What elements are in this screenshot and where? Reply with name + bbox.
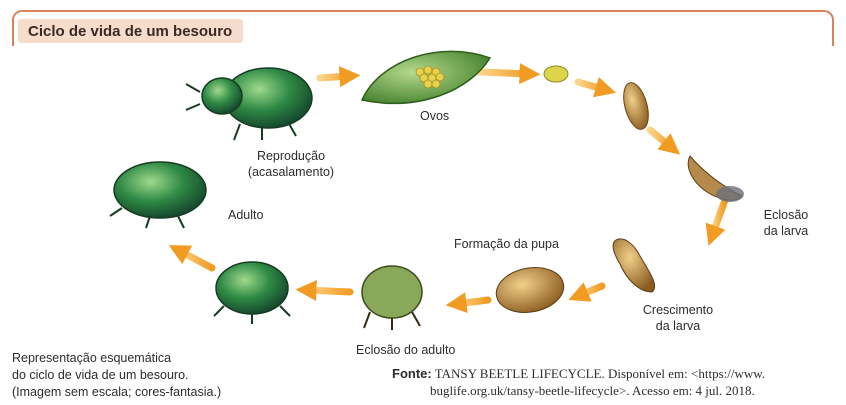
- source-line1: TANSY BEETLE LIFECYCLE. Disponível em: <…: [435, 366, 765, 381]
- caption-line1: Representação esquemática: [12, 350, 221, 367]
- arrow-pupa-adulto: [456, 300, 488, 304]
- egg-icon: [544, 66, 568, 82]
- arrow-larva1-larva2: [650, 130, 672, 148]
- label-reproducao-line2: (acasalamento): [236, 164, 346, 180]
- label-formacao-pupa: Formação da pupa: [454, 236, 559, 252]
- label-crescimento-larva: Crescimento da larva: [636, 302, 720, 334]
- pupa-icon: [493, 262, 568, 317]
- larva-crescimento-icon: [613, 239, 655, 292]
- label-eclosao-larva: Eclosão da larva: [754, 207, 818, 239]
- larva-hatching-icon: [688, 156, 744, 202]
- label-reproducao: Reprodução (acasalamento): [236, 148, 346, 180]
- arrow-egg-larva1: [578, 82, 606, 90]
- arrow-eclosao-adulto-verde: [306, 290, 350, 292]
- arrow-verde-adulto: [178, 250, 212, 268]
- arrow-ovos-egg: [480, 72, 530, 74]
- source-line2: buglife.org.uk/tansy-beetle-lifecycle>. …: [392, 382, 765, 399]
- beetle-eclosao-adulto-icon: [362, 266, 422, 330]
- label-crescimento-line1: Crescimento: [636, 302, 720, 318]
- figure-caption: Representação esquemática do ciclo de vi…: [12, 350, 221, 401]
- label-eclosao-larva-line2: da larva: [754, 223, 818, 239]
- leaf-ovos-icon: [362, 51, 490, 103]
- arrow-crescimento-pupa: [578, 286, 602, 296]
- caption-line2: do ciclo de vida de um besouro.: [12, 367, 221, 384]
- beetle-green-bottom-icon: [214, 262, 290, 324]
- label-crescimento-line2: da larva: [636, 318, 720, 334]
- source-citation: Fonte: TANSY BEETLE LIFECYCLE. Disponíve…: [392, 365, 765, 399]
- label-ovos: Ovos: [420, 108, 449, 124]
- arrow-reproducao-ovos: [320, 76, 350, 78]
- larva-emerging-icon: [619, 80, 653, 132]
- label-reproducao-line1: Reprodução: [236, 148, 346, 164]
- beetle-adulto-icon: [110, 162, 206, 228]
- label-adulto: Adulto: [228, 207, 263, 223]
- beetle-reproducao-icon: [186, 68, 312, 140]
- label-eclosao-larva-line1: Eclosão: [754, 207, 818, 223]
- label-eclosao-adulto: Eclosão do adulto: [356, 342, 455, 358]
- caption-line3: (Imagem sem escala; cores-fantasia.): [12, 384, 221, 401]
- source-label: Fonte:: [392, 366, 432, 381]
- arrow-eclosao-crescimento: [712, 200, 725, 236]
